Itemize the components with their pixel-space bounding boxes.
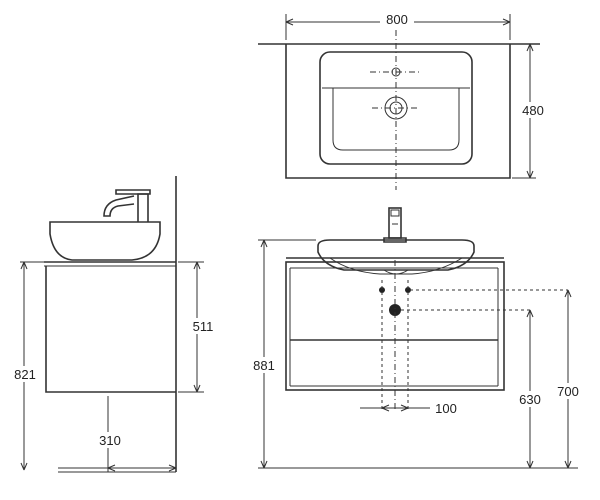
drain-outlet bbox=[389, 304, 401, 316]
dim-front-total: 881 bbox=[253, 358, 275, 373]
side-faucet bbox=[137, 193, 149, 222]
front-basin bbox=[317, 239, 475, 271]
top-view: 800 480 bbox=[258, 12, 550, 190]
dim-side-depth: 310 bbox=[99, 433, 121, 448]
dim-side-cabinet: 511 bbox=[193, 319, 214, 334]
side-basin bbox=[49, 221, 161, 261]
dim-front-spacing: 100 bbox=[435, 401, 457, 416]
front-view: 100 881 630 700 bbox=[247, 207, 586, 469]
supply-left bbox=[379, 287, 385, 293]
side-view: 821 511 310 bbox=[8, 176, 220, 473]
dim-top-depth: 480 bbox=[522, 103, 544, 118]
dim-front-supply: 700 bbox=[557, 384, 579, 399]
supply-right bbox=[405, 287, 411, 293]
dim-side-total: 821 bbox=[14, 367, 36, 382]
side-cabinet bbox=[45, 266, 176, 393]
dim-front-drain: 630 bbox=[519, 392, 541, 407]
dim-top-width: 800 bbox=[386, 12, 408, 27]
